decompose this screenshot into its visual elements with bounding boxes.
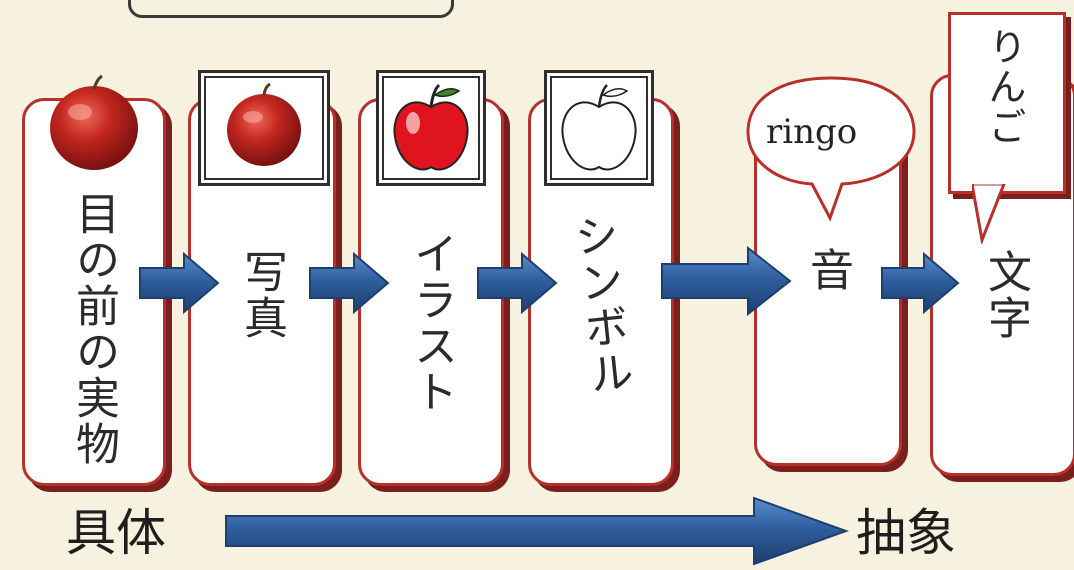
- stage-label-illustration: イラスト: [406, 231, 457, 415]
- photo-frame: [198, 70, 330, 186]
- stage-label-text: 文字: [980, 249, 1031, 341]
- arrow-right-icon: [881, 252, 960, 314]
- symbol-frame: [544, 70, 654, 186]
- apple-photo-icon: [50, 74, 138, 170]
- stage-label-sound: 音: [802, 247, 853, 293]
- speech-bubble-text: ringo: [766, 112, 858, 152]
- arrow-right-icon: [139, 252, 220, 314]
- stage-label-real-object: 目の前の実物: [68, 191, 119, 467]
- apple-outline-icon: [561, 84, 637, 171]
- apple-photo-icon: [227, 82, 301, 166]
- axis-arrow-icon: [225, 496, 849, 566]
- word-sign: りんご: [948, 12, 1066, 194]
- word-sign-text: りんご: [982, 27, 1026, 147]
- stage-label-symbol: シンボル: [564, 210, 635, 400]
- arrow-right-icon: [661, 246, 792, 316]
- axis-label-concrete: 具体: [66, 504, 166, 562]
- sign-tail-icon: [972, 184, 1006, 244]
- illustration-frame: [376, 70, 486, 186]
- speech-bubble-icon: [746, 76, 916, 222]
- top-frame: [128, 0, 454, 18]
- apple-illustration-icon: [393, 83, 469, 171]
- axis-label-abstract: 抽象: [856, 504, 956, 562]
- stage-label-photo: 写真: [236, 249, 287, 341]
- arrow-right-icon: [309, 252, 390, 314]
- arrow-right-icon: [477, 252, 558, 314]
